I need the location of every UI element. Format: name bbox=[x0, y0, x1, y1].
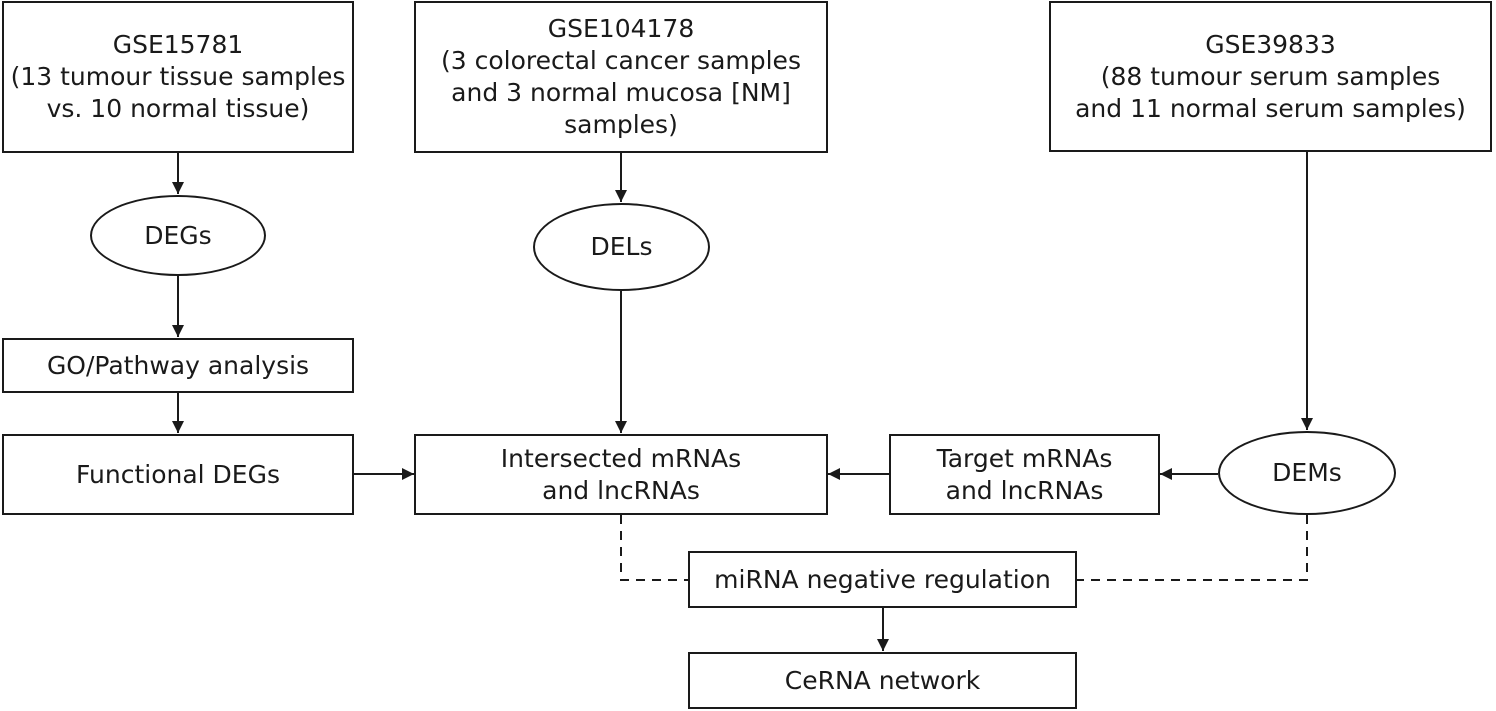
functional-degs-box: Functional DEGs bbox=[2, 434, 354, 515]
dataset-id: GSE104178 bbox=[547, 14, 695, 43]
cerna-network-label: CeRNA network bbox=[784, 665, 981, 695]
dataset-description: (3 colorectal cancer samples bbox=[441, 46, 801, 75]
dataset-description: and 11 normal serum samples) bbox=[1075, 93, 1466, 123]
dataset-box-gse104178: GSE104178 (3 colorectal cancer samples a… bbox=[414, 1, 828, 153]
target-label: and lncRNAs bbox=[945, 475, 1104, 505]
dataset-description: and 3 normal mucosa [NM] bbox=[451, 78, 791, 107]
dataset-id: GSE39833 bbox=[1205, 29, 1336, 59]
dataset-description: (88 tumour serum samples bbox=[1100, 61, 1441, 91]
dems-label: DEMs bbox=[1272, 458, 1342, 487]
go-pathway-label: GO/Pathway analysis bbox=[46, 350, 310, 380]
intersected-label: Intersected mRNAs bbox=[500, 443, 742, 473]
dels-label: DELs bbox=[590, 232, 653, 261]
dataset-description: samples) bbox=[564, 110, 678, 139]
dataset-description: (13 tumour tissue samples bbox=[10, 62, 346, 91]
cerna-network-box: CeRNA network bbox=[688, 652, 1077, 709]
dashed-link-intersected-to-mirna bbox=[620, 515, 688, 581]
degs-label: DEGs bbox=[144, 220, 212, 250]
dataset-description: vs. 10 normal tissue) bbox=[46, 94, 310, 123]
functional-degs-label: Functional DEGs bbox=[76, 459, 280, 489]
target-label: Target mRNAs bbox=[936, 443, 1113, 473]
mirna-regulation-label: miRNA negative regulation bbox=[714, 564, 1051, 594]
dataset-box-gse15781: GSE15781 (13 tumour tissue samples vs. 1… bbox=[2, 1, 354, 153]
target-box: Target mRNAs and lncRNAs bbox=[889, 434, 1160, 515]
intersected-box: Intersected mRNAs and lncRNAs bbox=[414, 434, 828, 515]
dataset-id: GSE15781 bbox=[112, 30, 244, 59]
mirna-regulation-box: miRNA negative regulation bbox=[688, 551, 1077, 608]
dels-ellipse: DELs bbox=[533, 203, 710, 291]
intersected-label: and lncRNAs bbox=[542, 475, 700, 505]
degs-ellipse: DEGs bbox=[90, 195, 266, 276]
dashed-link-dems-to-mirna bbox=[1077, 515, 1308, 581]
go-pathway-box: GO/Pathway analysis bbox=[2, 338, 354, 393]
dems-ellipse: DEMs bbox=[1218, 431, 1396, 515]
dataset-box-gse39833: GSE39833 (88 tumour serum samples and 11… bbox=[1049, 1, 1492, 152]
